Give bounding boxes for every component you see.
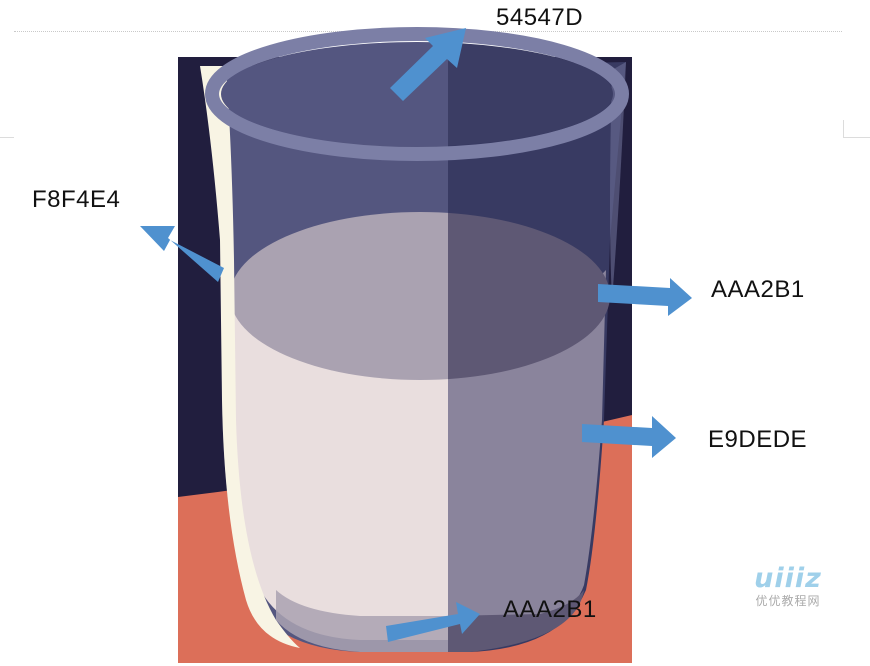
arrow-milk-body (582, 416, 676, 458)
glass-bottom-right (448, 590, 584, 652)
right-edge-highlight (610, 62, 626, 300)
arrow-glass-bottom (386, 602, 480, 642)
arrow-milk-surface (598, 278, 692, 316)
watermark: uiiiz 优优教程网 (748, 563, 828, 609)
rim-inner-left (221, 42, 448, 146)
label-glass-bottom-color: AAA2B1 (503, 596, 597, 623)
label-rim-color: 54547D (496, 4, 584, 31)
watermark-logo: uiiiz (754, 563, 822, 594)
label-milk-body-color: E9DEDE (708, 426, 808, 453)
glass-rim (205, 27, 629, 161)
left-highlight (200, 66, 300, 648)
arrow-rim (390, 28, 466, 101)
milk-surface-left (230, 212, 448, 380)
guide-line-right-vertical (843, 120, 844, 138)
label-highlight-color: F8F4E4 (32, 186, 121, 213)
arrows (140, 28, 692, 642)
milk-body-left (230, 295, 448, 640)
rim-inner-right (448, 42, 613, 146)
guide-line-right (844, 137, 870, 138)
watermark-subtitle: 优优教程网 (755, 594, 821, 608)
guide-line-left (0, 137, 14, 138)
arrow-left-highlight (140, 226, 224, 282)
milk-surface-right (448, 212, 610, 380)
label-milk-surface-color: AAA2B1 (711, 276, 805, 303)
